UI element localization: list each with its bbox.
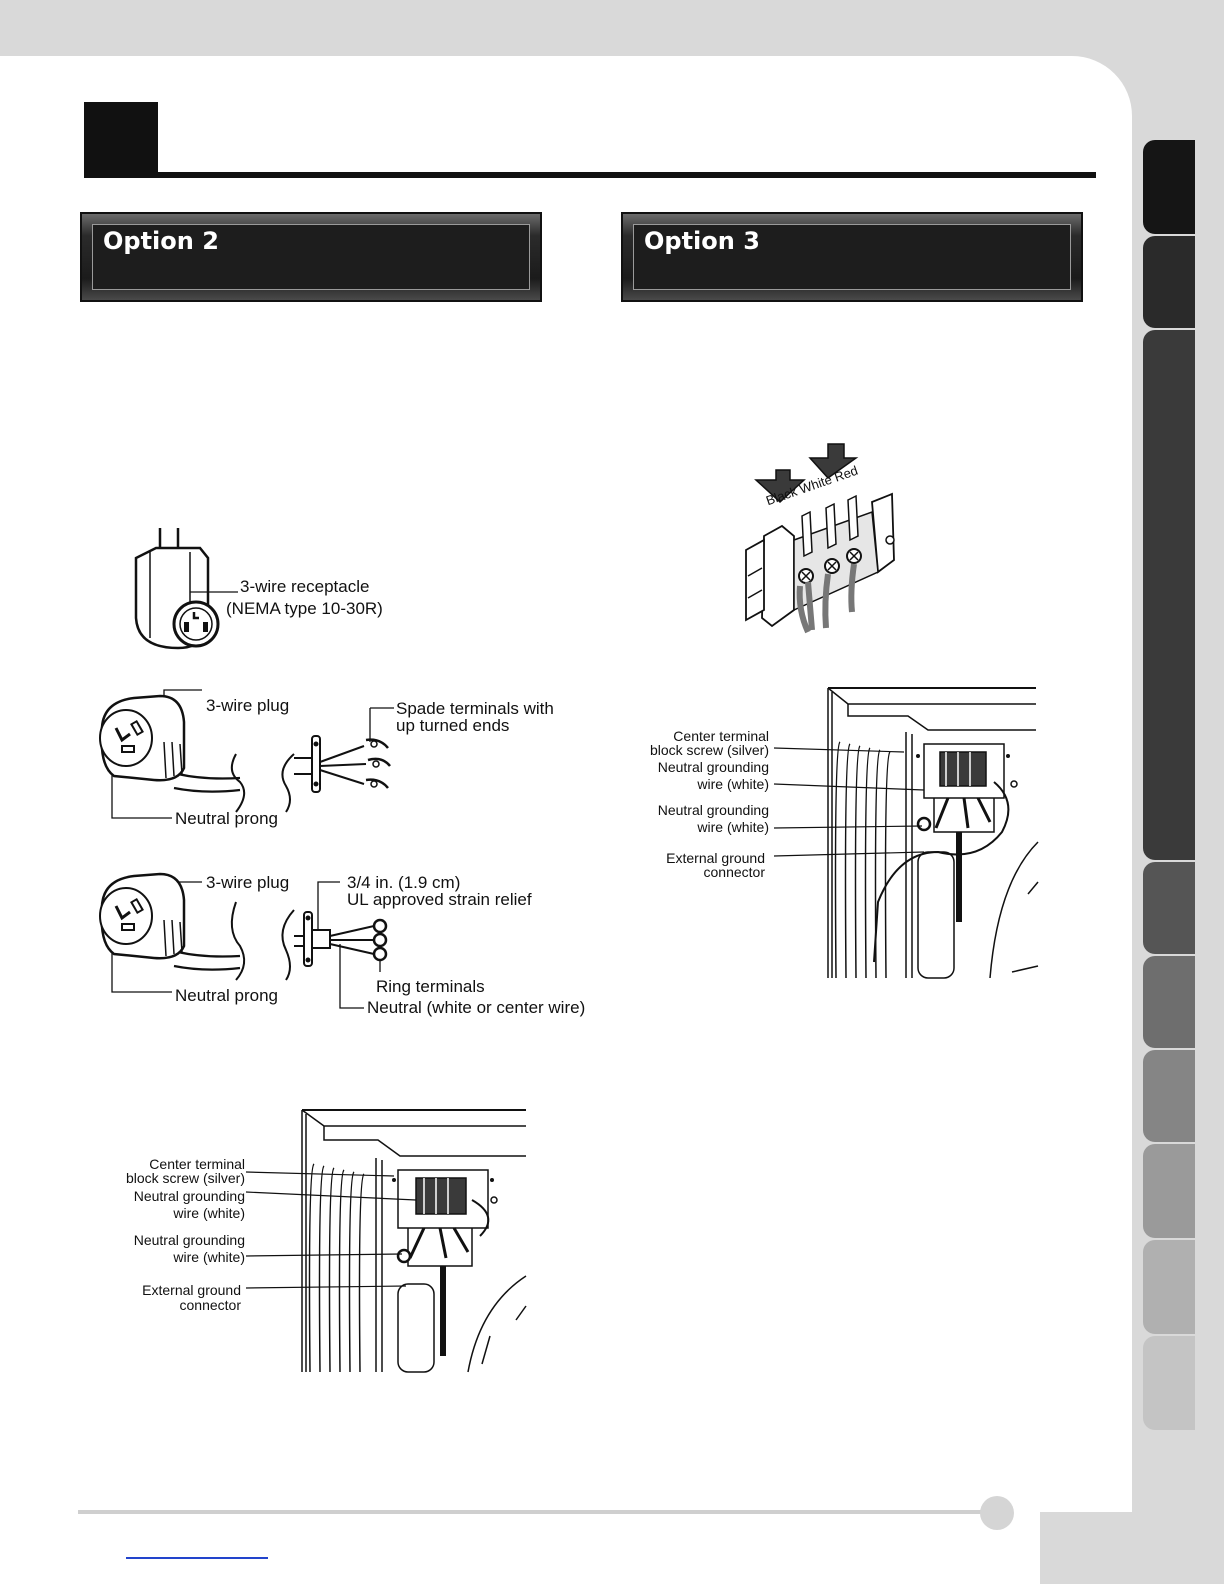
side-tab-3[interactable] — [1143, 330, 1195, 860]
dryer-left-leaders — [245, 1171, 417, 1289]
side-tab-4[interactable] — [1143, 862, 1195, 954]
receptacle-label-1: 3-wire receptacle — [240, 577, 370, 596]
right-ext-1: External ground — [666, 850, 765, 866]
spade-terminal-label-2: up turned ends — [396, 716, 510, 735]
footer-rule — [78, 1510, 998, 1514]
footer-link[interactable] — [126, 1557, 268, 1559]
right-ng2-1: Neutral grounding — [657, 802, 769, 818]
ring-neutral-label: Neutral (white or center wire) — [367, 998, 586, 1017]
left-ng1-1: Neutral grounding — [133, 1188, 245, 1204]
option-2-label: Option 2 — [103, 227, 219, 255]
dryer-right-leaders — [773, 747, 925, 857]
page-corner — [1040, 1512, 1224, 1584]
right-ext-2: connector — [703, 864, 765, 880]
terminal-block-illustration — [745, 443, 895, 634]
ring-terminal-label: Ring terminals — [376, 977, 485, 996]
header-rule — [84, 172, 1096, 178]
side-tab-8[interactable] — [1143, 1240, 1195, 1334]
side-tab-6[interactable] — [1143, 1050, 1195, 1142]
right-center-terminal-2: block screw (silver) — [649, 742, 769, 758]
left-center-terminal-1: Center terminal — [149, 1156, 245, 1172]
option-2-banner: Option 2 — [80, 212, 542, 302]
right-ng1-1: Neutral grounding — [657, 759, 769, 775]
right-center-terminal-1: Center terminal — [673, 728, 769, 744]
left-ng1-2: wire (white) — [173, 1205, 245, 1221]
section-marker — [84, 102, 158, 176]
page-number-dot — [980, 1496, 1014, 1530]
option-3-banner: Option 3 — [621, 212, 1083, 302]
page — [0, 56, 1132, 1584]
receptacle-leader — [190, 591, 238, 593]
dryer-back-right-illustration — [827, 687, 1039, 979]
left-ext-2: connector — [179, 1297, 241, 1313]
spade-prong-label: Neutral prong — [175, 809, 279, 828]
right-ng1-2: wire (white) — [697, 776, 769, 792]
left-ng2-2: wire (white) — [173, 1249, 245, 1265]
ring-relief-label-2: UL approved strain relief — [347, 890, 532, 909]
plug-ring-illustration — [99, 872, 388, 1009]
ring-relief-label-1: 3/4 in. (1.9 cm) — [347, 873, 461, 892]
side-tab-2[interactable] — [1143, 236, 1195, 328]
side-tab-7[interactable] — [1143, 1144, 1195, 1238]
right-ng2-2: wire (white) — [697, 819, 769, 835]
dryer-back-left-illustration — [301, 1109, 527, 1373]
receptacle-label-2: (NEMA type 10-30R) — [226, 599, 383, 618]
side-tab-5[interactable] — [1143, 956, 1195, 1048]
receptacle-illustration — [134, 528, 220, 650]
left-ext-1: External ground — [142, 1282, 241, 1298]
plug-spade-illustration — [99, 689, 394, 819]
option-3-label: Option 3 — [644, 227, 760, 255]
side-tab-1[interactable] — [1143, 140, 1195, 234]
spade-plug-label: 3-wire plug — [206, 696, 290, 715]
left-center-terminal-2: block screw (silver) — [125, 1170, 245, 1186]
spade-terminal-label-1: Spade terminals with — [396, 699, 554, 718]
side-tab-9[interactable] — [1143, 1336, 1195, 1430]
ring-prong-label: Neutral prong — [175, 986, 279, 1005]
left-ng2-1: Neutral grounding — [133, 1232, 245, 1248]
ring-plug-label: 3-wire plug — [206, 873, 290, 892]
